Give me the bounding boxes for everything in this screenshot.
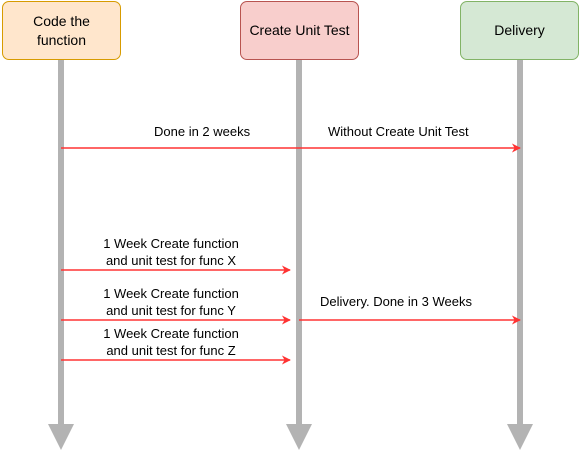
node-unit-test-label: Create Unit Test <box>249 22 350 38</box>
lifeline-code <box>48 60 74 450</box>
lifeline-delivery <box>507 60 533 450</box>
label-func-x-line2: and unit test for func X <box>105 253 237 268</box>
label-delivery-done-3-weeks-text: Delivery. Done in 3 Weeks <box>320 294 472 309</box>
label-func-y: 1 Week Create function and unit test for… <box>80 285 262 319</box>
label-func-z: 1 Week Create function and unit test for… <box>80 325 262 359</box>
lifeline-unit-test <box>286 60 312 450</box>
node-delivery: Delivery <box>460 1 579 60</box>
label-func-y-line1: 1 Week Create function <box>103 286 239 301</box>
label-without-create-unit-test: Without Create Unit Test <box>328 123 469 140</box>
label-done-in-2-weeks: Done in 2 weeks <box>154 123 250 140</box>
node-create-unit-test: Create Unit Test <box>240 1 359 60</box>
node-code-label-line1: Code the <box>33 12 90 29</box>
label-func-x-line1: 1 Week Create function <box>103 236 239 251</box>
label-without-create-unit-test-text: Without Create Unit Test <box>328 124 469 139</box>
node-delivery-label: Delivery <box>494 22 545 38</box>
label-func-y-line2: and unit test for func Y <box>106 303 236 318</box>
label-func-z-line2: and unit test for func Z <box>106 343 236 358</box>
label-delivery-done-3-weeks: Delivery. Done in 3 Weeks <box>320 293 472 310</box>
label-func-x: 1 Week Create function and unit test for… <box>80 235 262 269</box>
label-func-z-line1: 1 Week Create function <box>103 326 239 341</box>
label-done-in-2-weeks-text: Done in 2 weeks <box>154 124 251 139</box>
node-code-label-line2: function <box>36 31 87 48</box>
node-code-the-function: Code the function <box>2 1 121 60</box>
